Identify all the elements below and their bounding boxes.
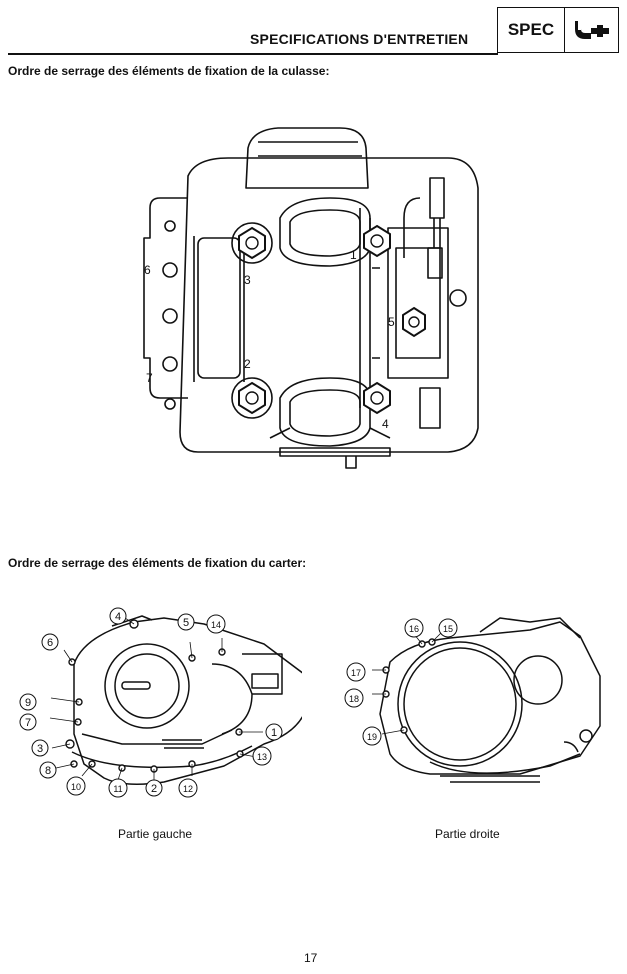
- callout-head-7: 7: [146, 371, 153, 385]
- callout-right-16: 16: [409, 624, 419, 634]
- callout-head-2: 2: [244, 357, 251, 371]
- callout-head-4: 4: [382, 417, 389, 431]
- callout-head-5: 5: [388, 315, 395, 329]
- callout-right-18: 18: [349, 694, 359, 704]
- callout-right-17: 17: [351, 668, 361, 678]
- header-rule: [8, 53, 498, 55]
- wrench-icon: [565, 8, 618, 52]
- crankcase-left-diagram: 1 2 3 4 5 6 7 8 9 10 11 12 13 14: [19, 607, 302, 798]
- spec-badge-label: SPEC: [498, 8, 565, 52]
- spec-badge: SPEC: [497, 7, 619, 53]
- caption-left-side: Partie gauche: [118, 827, 193, 841]
- callout-left-7: 7: [25, 717, 31, 729]
- cylinder-head-heading: Ordre de serrage des éléments de fixatio…: [8, 64, 330, 78]
- caption-right-side: Partie droite: [435, 827, 500, 841]
- page-number: 17: [304, 951, 318, 965]
- callout-head-3: 3: [244, 273, 251, 287]
- callout-left-12: 12: [183, 784, 193, 794]
- callout-left-3: 3: [37, 743, 43, 755]
- callout-left-11: 11: [113, 784, 122, 794]
- callout-left-14: 14: [211, 620, 221, 630]
- callout-left-10: 10: [71, 782, 81, 792]
- page-header-title: SPECIFICATIONS D'ENTRETIEN: [250, 31, 469, 47]
- callout-left-2: 2: [151, 783, 157, 795]
- callout-left-6: 6: [47, 637, 53, 649]
- callout-right-15: 15: [443, 624, 453, 634]
- crankcase-right-diagram: 15 16 17 18 19: [344, 617, 601, 783]
- callout-head-6: 6: [144, 263, 151, 277]
- callout-left-1: 1: [271, 727, 277, 739]
- callout-left-5: 5: [183, 617, 189, 629]
- callout-right-19: 19: [367, 732, 377, 742]
- callout-left-4: 4: [115, 611, 121, 623]
- callout-left-8: 8: [45, 765, 51, 777]
- cylinder-head-diagram: 1 2 3 4 5 6 7: [143, 127, 479, 469]
- crankcase-heading: Ordre de serrage des éléments de fixatio…: [8, 556, 307, 570]
- callout-left-9: 9: [25, 697, 31, 709]
- callout-head-1: 1: [350, 248, 357, 262]
- callout-left-13: 13: [257, 752, 267, 762]
